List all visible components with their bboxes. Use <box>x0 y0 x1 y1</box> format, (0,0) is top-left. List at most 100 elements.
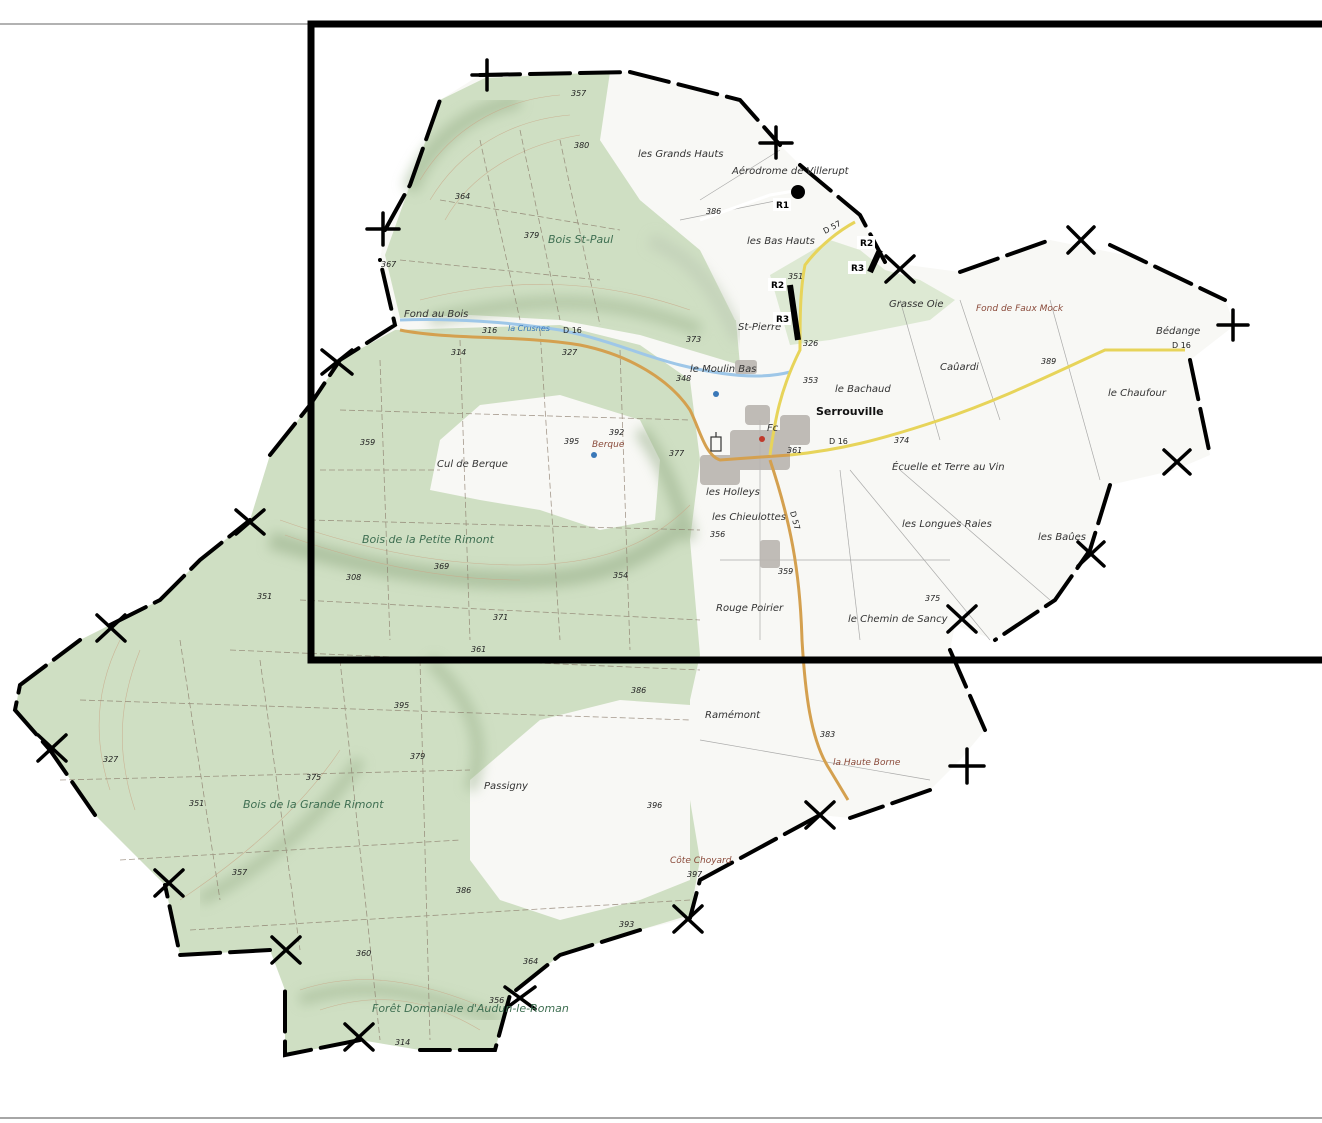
water-point-icon <box>713 391 719 397</box>
spot-height: 314 <box>451 348 466 357</box>
label-fc: Fc <box>767 423 779 434</box>
map-labels: les Grands Hauts Aérodrome de Villerupt … <box>243 149 1200 1015</box>
label-road-d16-east: D 16 <box>829 437 848 446</box>
spot-height: 348 <box>676 374 691 383</box>
spot-height: 364 <box>455 192 470 201</box>
label-le-bachaud: le Bachaud <box>835 384 891 395</box>
label-st-pierre: St-Pierre <box>738 322 781 333</box>
repere-tag-r1: R1 <box>773 198 791 211</box>
svg-text:R3: R3 <box>776 315 789 325</box>
boundary-cross-icon <box>946 604 978 634</box>
repere-marker-r1 <box>791 185 805 199</box>
spot-height: 386 <box>456 886 471 895</box>
boundary-cross-icon <box>95 613 127 643</box>
repere-tag-r3-east: R3 <box>848 261 866 274</box>
spot-height: 386 <box>631 686 646 695</box>
label-bois-grande-rimont: Bois de la Grande Rimont <box>243 798 384 811</box>
spot-height: 356 <box>489 996 504 1005</box>
repere-segment-r2-r3-west <box>787 284 801 341</box>
village-serrouville <box>700 360 810 568</box>
label-fond-de-faux-mock: Fond de Faux Mock <box>976 304 1064 314</box>
relief-shading <box>197 92 747 1026</box>
label-ecuelle: Écuelle et Terre au Vin <box>892 460 1005 473</box>
boundary-cross-icon <box>758 125 794 160</box>
spot-height: 308 <box>346 573 361 582</box>
spot-height: 367 <box>381 260 397 269</box>
spot-height: 397 <box>687 870 703 879</box>
label-bois-petite-rimont: Bois de la Petite Rimont <box>362 533 495 546</box>
spot-height: 361 <box>471 645 486 654</box>
forest-tracks <box>59 129 701 1041</box>
label-les-grands-hauts: les Grands Hauts <box>638 149 724 160</box>
label-la-haute-borne: la Haute Borne <box>833 758 901 768</box>
spot-height: 314 <box>395 1038 410 1047</box>
spot-height: 392 <box>609 428 624 437</box>
label-road-d16-west: D 16 <box>563 326 582 335</box>
boundary-cross-icon <box>270 935 302 965</box>
spot-height: 371 <box>493 613 508 622</box>
boundary-cross-icon <box>343 1022 375 1052</box>
label-les-longues-raies: les Longues Raies <box>902 519 992 530</box>
boundary-cross-icon <box>503 985 537 1011</box>
boundary-crosses <box>36 58 1250 1052</box>
inset-frame <box>307 20 1322 664</box>
boundary-cross-icon <box>948 747 986 785</box>
label-ramemont: Ramémont <box>705 709 761 721</box>
label-serrouville: Serrouville <box>816 405 884 418</box>
svg-text:R2: R2 <box>860 239 873 249</box>
label-road-d16-far-east: D 16 <box>1172 341 1191 350</box>
map-poi-icon <box>759 436 765 442</box>
svg-text:R2: R2 <box>771 281 784 291</box>
label-le-chaufour: le Chaufour <box>1108 388 1167 399</box>
boundary-cross-icon <box>153 868 185 898</box>
repere-tag-r2-east: R2 <box>857 236 875 249</box>
boundary-cross-icon <box>1216 308 1250 342</box>
spot-height: 351 <box>788 272 803 281</box>
label-bois-st-paul: Bois St-Paul <box>548 233 613 246</box>
river-la-crusnes <box>399 317 791 378</box>
label-rouge-poirier: Rouge Poirier <box>716 603 784 614</box>
road-d57-north <box>768 220 856 456</box>
label-les-baues: les Baûes <box>1038 531 1086 543</box>
boundary-cross-icon <box>365 211 401 247</box>
boundary-cross-icon <box>672 904 704 934</box>
forest-bois-st-paul <box>385 72 740 365</box>
church-icon <box>710 432 722 452</box>
label-grasse-oie: Grasse Oie <box>889 299 944 310</box>
spot-height: 359 <box>360 438 375 447</box>
spot-height: 357 <box>232 868 248 877</box>
spot-height: 361 <box>787 446 802 455</box>
label-foret-domaniale: Forêt Domaniale d'Audun-le-Roman <box>372 1002 569 1015</box>
spot-height: 364 <box>523 957 538 966</box>
boundary-cross-icon <box>804 800 836 830</box>
spot-height: 374 <box>894 436 909 445</box>
spot-height: 351 <box>257 592 272 601</box>
label-le-chemin-de-sancy: le Chemin de Sancy <box>848 614 949 625</box>
label-berque: Berque <box>592 440 625 450</box>
label-le-moulin-bas: le Moulin Bas <box>690 364 756 375</box>
spot-height: 375 <box>925 594 940 603</box>
repere-tag-r2-west: R2 <box>768 278 786 291</box>
spot-height: 373 <box>686 335 701 344</box>
spot-height: 327 <box>562 348 578 357</box>
label-passigny: Passigny <box>484 781 529 792</box>
spot-height: 327 <box>103 755 119 764</box>
clearing-passigny <box>470 700 690 920</box>
label-caouardi: Caûardi <box>940 361 979 373</box>
road-local-villerupt <box>699 188 801 222</box>
boundary-cross-icon <box>1076 540 1106 568</box>
spot-height: 354 <box>613 571 628 580</box>
label-cul-de-berque: Cul de Berque <box>437 459 508 470</box>
spot-height: 380 <box>574 141 589 150</box>
label-cote-choyard: Côte Choyard <box>670 855 732 866</box>
label-les-holleys: les Holleys <box>706 487 760 498</box>
contour-lines <box>98 94 691 1031</box>
spot-height: 386 <box>706 207 721 216</box>
spot-height: 395 <box>564 437 579 446</box>
spot-height: 377 <box>669 449 685 458</box>
road-d16-east <box>789 348 1185 457</box>
clearing-northeast <box>600 140 770 330</box>
boundary-cross-icon <box>320 348 354 376</box>
spot-height: 360 <box>356 949 371 958</box>
